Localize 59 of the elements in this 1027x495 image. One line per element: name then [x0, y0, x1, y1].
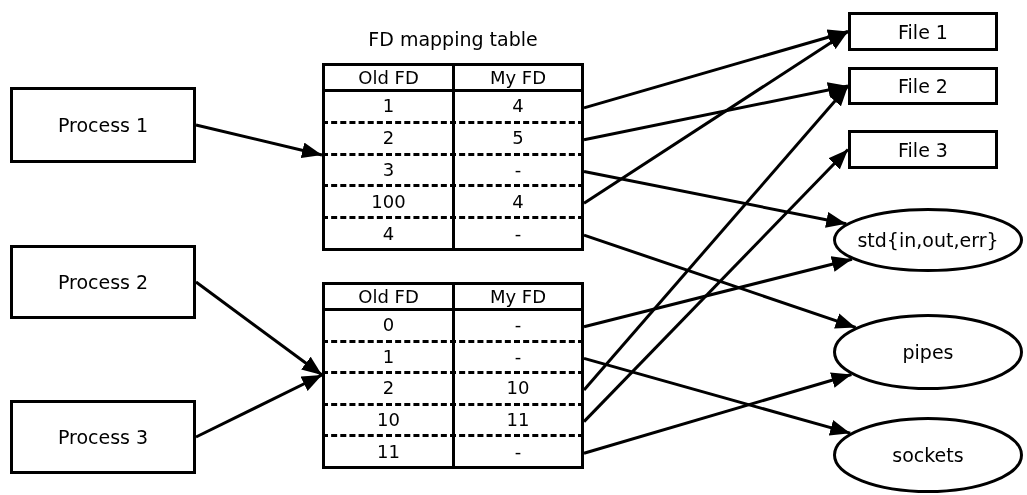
resource-label: sockets [892, 444, 964, 466]
table-cell: 100 [325, 187, 455, 217]
table-row [322, 92, 584, 124]
table-row [322, 219, 584, 251]
process-box: Process 1 [10, 87, 196, 163]
table-cell-text: - [513, 439, 523, 464]
column-header: Old FD [325, 66, 455, 89]
column-header: My FD [488, 66, 548, 89]
table-row [322, 187, 584, 220]
table-cell-text: 10 [505, 376, 531, 401]
arrow [583, 372, 852, 455]
table-header-row [322, 282, 584, 311]
table-row [322, 123, 584, 156]
table-row [322, 374, 584, 406]
arrow [583, 30, 849, 205]
process-box: File 3 [848, 130, 998, 169]
table-cell: 1 [325, 92, 455, 121]
table-cell: 1 [325, 342, 455, 372]
table-cell: 4 [325, 219, 455, 248]
table-title: FD mapping table [367, 28, 539, 50]
process-box: File 1 [848, 12, 998, 51]
table-cell: 11 [325, 437, 455, 466]
table-cell-text: - [513, 221, 523, 246]
table-cell: 0 [325, 311, 455, 340]
table-cell: 2 [325, 374, 455, 403]
table-header-row [322, 63, 584, 92]
arrow [582, 148, 850, 423]
process-box: Process 3 [10, 400, 196, 474]
column-header: My FD [488, 285, 548, 308]
table-cell-text: 11 [505, 408, 531, 433]
table-cell: 10 [325, 405, 455, 435]
arrow [583, 233, 857, 329]
arrow [195, 280, 323, 377]
table-row [322, 342, 584, 375]
column-header: Old FD [325, 285, 455, 308]
table-cell-text: 4 [511, 94, 525, 119]
arrow [583, 82, 849, 142]
table-cell-text: - [513, 158, 523, 182]
table-row [322, 437, 584, 469]
table-cell-text: - [513, 313, 523, 338]
table-cell-text: 4 [511, 189, 525, 214]
resource-label: pipes [902, 341, 954, 363]
arrow [195, 123, 323, 159]
arrow [582, 85, 850, 391]
process-box: Process 2 [10, 245, 196, 319]
arrow [583, 256, 853, 329]
arrow [583, 356, 851, 436]
table-row [322, 311, 584, 343]
arrow [195, 373, 323, 439]
arrow [583, 170, 847, 228]
table-cell: 3 [325, 155, 455, 185]
table-cell-text: 5 [511, 126, 525, 151]
resource-label: std{in,out,err} [857, 229, 999, 251]
process-box: File 2 [848, 67, 998, 105]
table-row [322, 155, 584, 188]
table-cell: 2 [325, 123, 455, 153]
table-row [322, 405, 584, 438]
arrow [583, 29, 849, 110]
table-cell-text: - [513, 344, 523, 369]
